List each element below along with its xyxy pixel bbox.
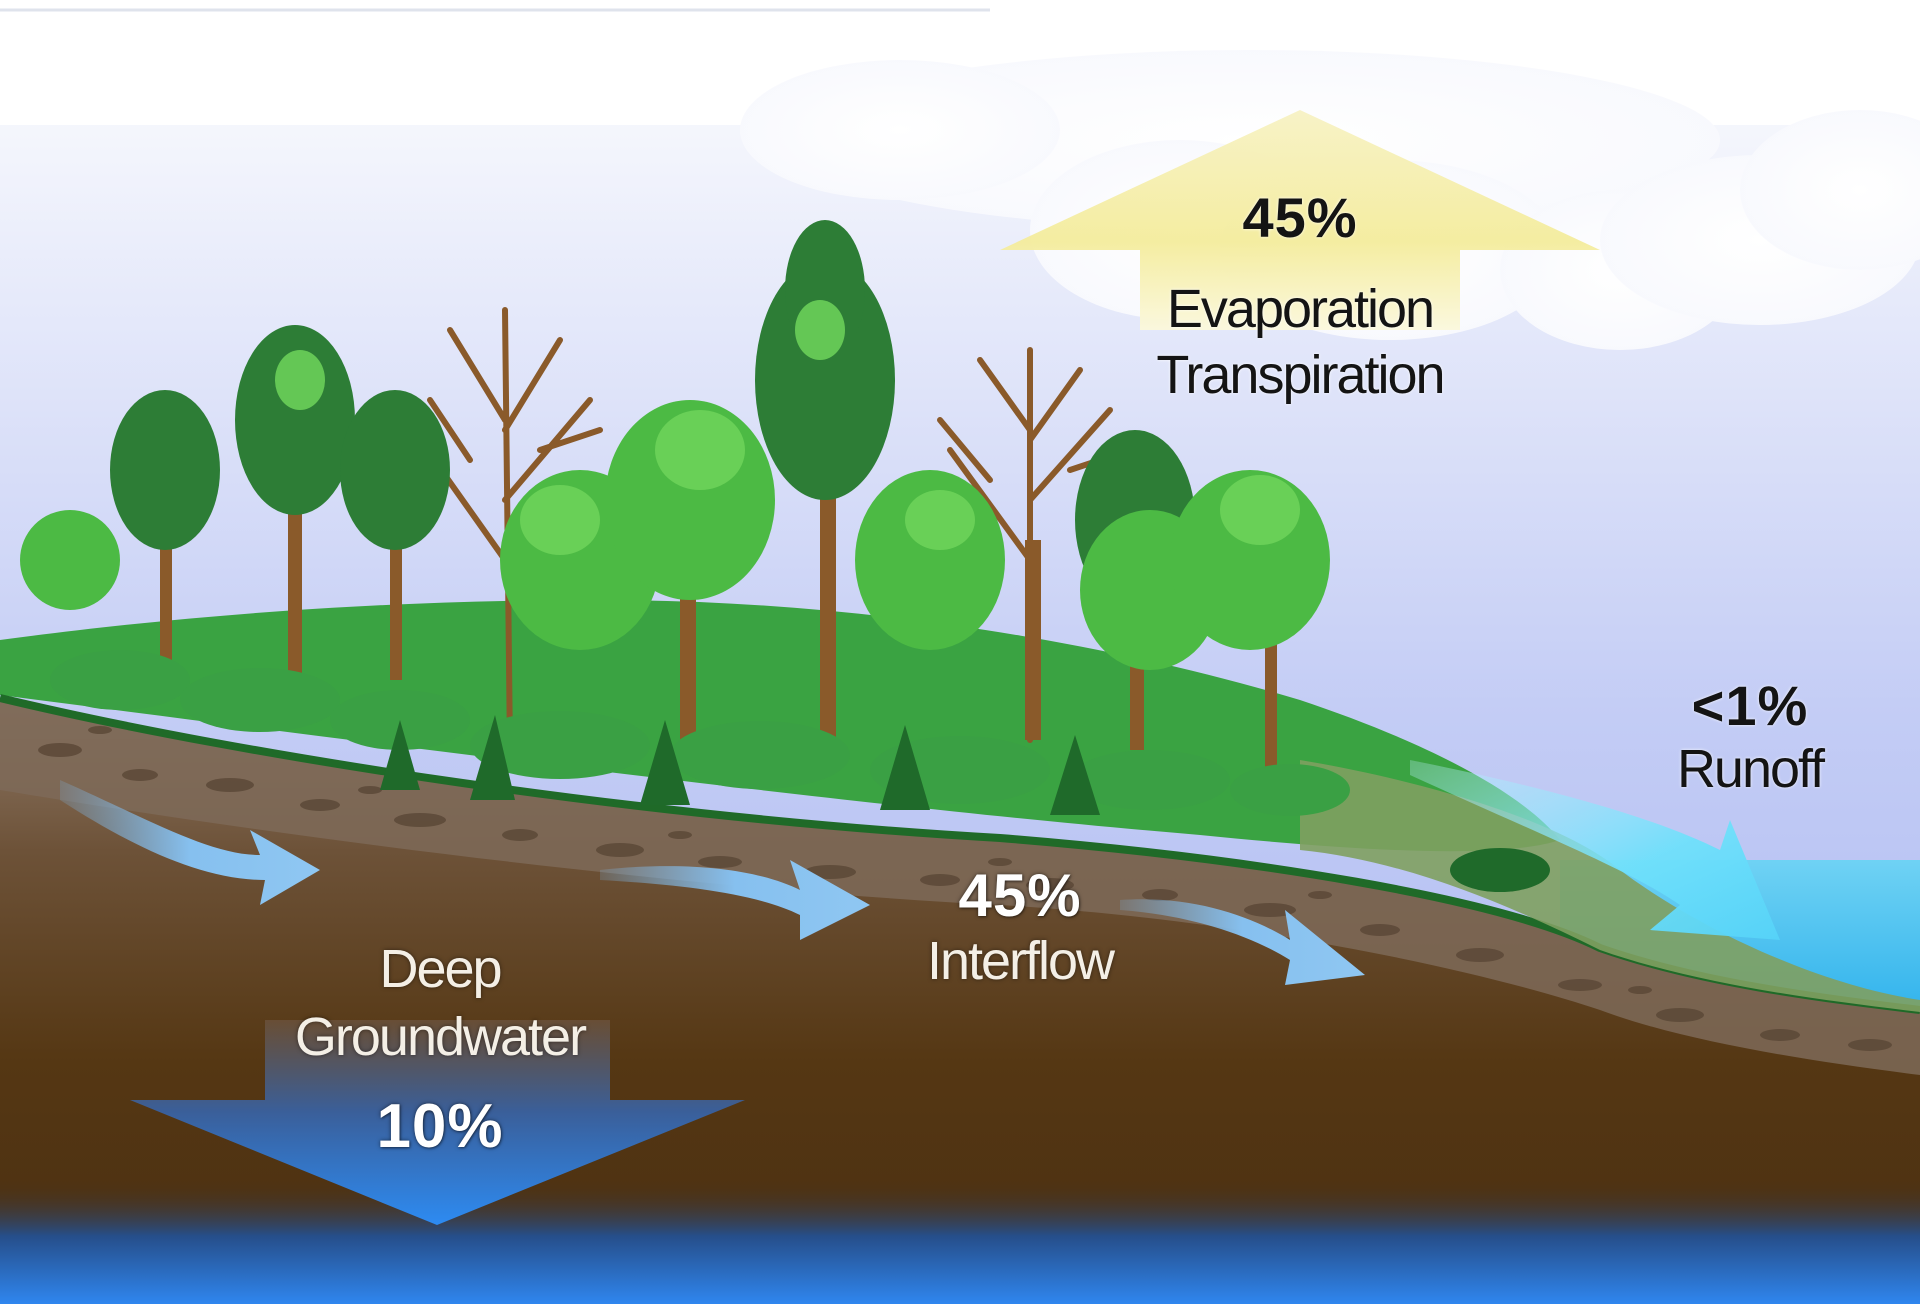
evaporation-label: Evaporation	[1166, 279, 1435, 339]
runoff-percent: <1%	[1691, 674, 1809, 737]
runoff-label: Runoff	[1676, 739, 1825, 799]
shore-slope	[1300, 760, 1920, 1012]
trees	[20, 220, 1550, 892]
curved-arrow-icon	[60, 780, 1365, 985]
up-arrow-icon	[1000, 110, 1600, 330]
down-arrow-icon	[130, 1020, 745, 1225]
groundwater-label: Groundwater	[294, 1007, 587, 1067]
gravel-stones	[38, 726, 1892, 1051]
deep-groundwater-percent: 10%	[376, 1092, 504, 1161]
groundwater	[0, 1180, 1920, 1304]
interflow-label: Interflow	[926, 931, 1115, 991]
evapotranspiration-percent: 45%	[1242, 186, 1358, 249]
interflow-percent: 45%	[958, 862, 1082, 929]
deep-label: Deep	[379, 939, 502, 999]
runoff-arrow	[1410, 760, 1780, 940]
transpiration-label: Transpiration	[1156, 345, 1445, 405]
